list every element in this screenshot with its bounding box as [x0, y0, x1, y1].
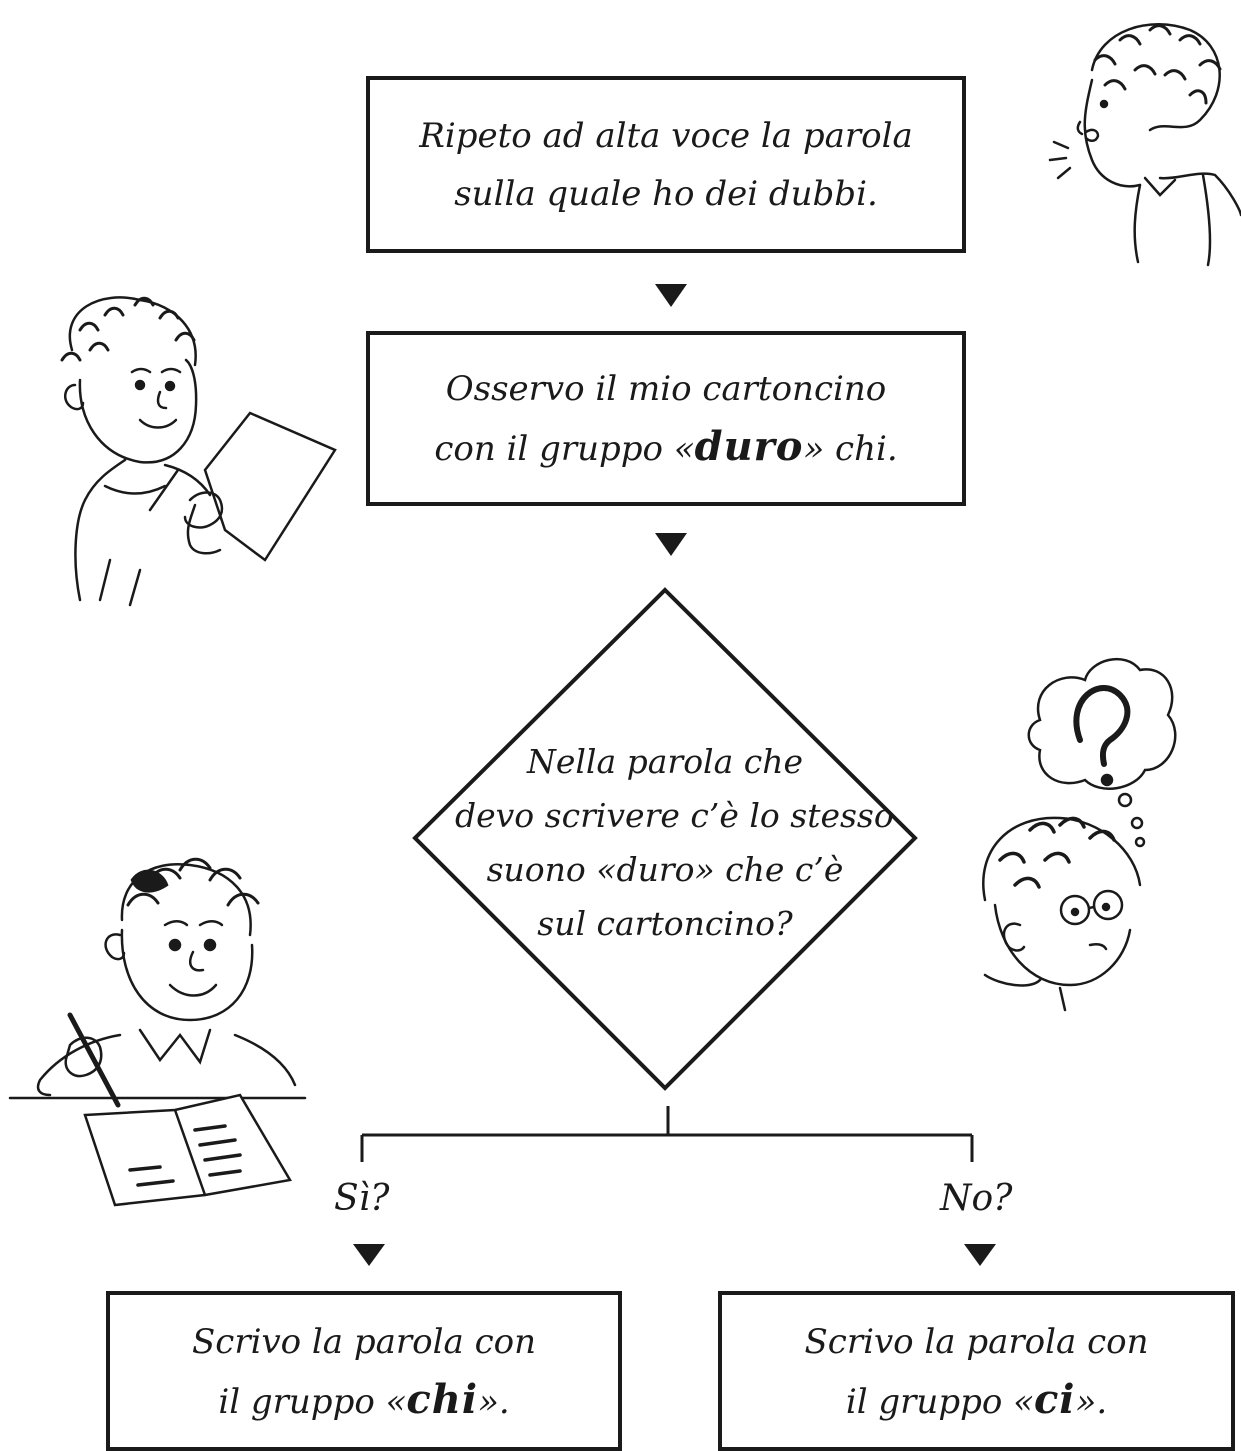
step-2-text: Osservo il mio cartoncino con il gruppo … [434, 360, 897, 478]
step-2-line-2-pre: con il gruppo « [434, 428, 695, 469]
result-yes-line-2-post: ». [478, 1382, 510, 1422]
arrow-down-icon [655, 284, 687, 307]
arrow-down-icon [353, 1244, 385, 1266]
result-no-line-2-pre: il gruppo « [845, 1382, 1034, 1422]
arrow-down-icon [655, 533, 687, 556]
arrow-down-icon [964, 1244, 996, 1266]
step-box-2: Osservo il mio cartoncino con il gruppo … [366, 331, 966, 506]
step-2-line-2-post: » chi. [803, 428, 898, 469]
result-no-line-2-post: ». [1075, 1382, 1108, 1422]
step-1-text: Ripeto ad alta voce la parola sulla qual… [419, 107, 913, 223]
boy-speaking-illustration [1048, 23, 1241, 267]
result-yes-text: Scrivo la parola con il gruppo «chi». [192, 1313, 536, 1431]
boy-thinking-question-illustration [982, 657, 1177, 1012]
decision-line-2: devo scrivere c’è lo stesso [455, 796, 894, 835]
result-no-emphasis: ci [1033, 1376, 1076, 1423]
result-box-yes: Scrivo la parola con il gruppo «chi». [106, 1291, 622, 1451]
step-box-1: Ripeto ad alta voce la parola sulla qual… [366, 76, 966, 253]
result-yes-emphasis: chi [406, 1376, 479, 1423]
step-1-line-1: Ripeto ad alta voce la parola [419, 115, 913, 156]
branch-yes-label: Sì? [334, 1178, 390, 1219]
step-2-line-1: Osservo il mio cartoncino [445, 368, 887, 409]
decision-diamond [412, 587, 918, 1091]
result-yes-line-2-pre: il gruppo « [218, 1382, 407, 1422]
result-yes-line-2: il gruppo «chi». [192, 1371, 536, 1431]
result-yes-line-1: Scrivo la parola con [191, 1322, 537, 1362]
step-1-line-2: sulla quale ho dei dubbi. [454, 173, 878, 214]
result-no-line-1: Scrivo la parola con [804, 1322, 1149, 1362]
result-box-no: Scrivo la parola con il gruppo «ci». [718, 1291, 1235, 1451]
decision-line-3: suono «duro» che c’è [486, 850, 844, 889]
step-2-emphasis: duro [694, 422, 804, 470]
decision-line-4: sul cartoncino? [537, 904, 793, 943]
decision-line-1: Nella parola che [526, 742, 804, 781]
result-no-text: Scrivo la parola con il gruppo «ci». [804, 1313, 1148, 1431]
boy-writing-illustration [8, 857, 307, 1207]
boy-reading-card-illustration [60, 296, 337, 607]
branch-no-label: No? [940, 1178, 1013, 1219]
decision-text: Nella parola che devo scrivere c’è lo st… [455, 735, 894, 951]
result-no-line-2: il gruppo «ci». [804, 1371, 1148, 1431]
step-2-line-2: con il gruppo «duro» chi. [434, 418, 897, 478]
